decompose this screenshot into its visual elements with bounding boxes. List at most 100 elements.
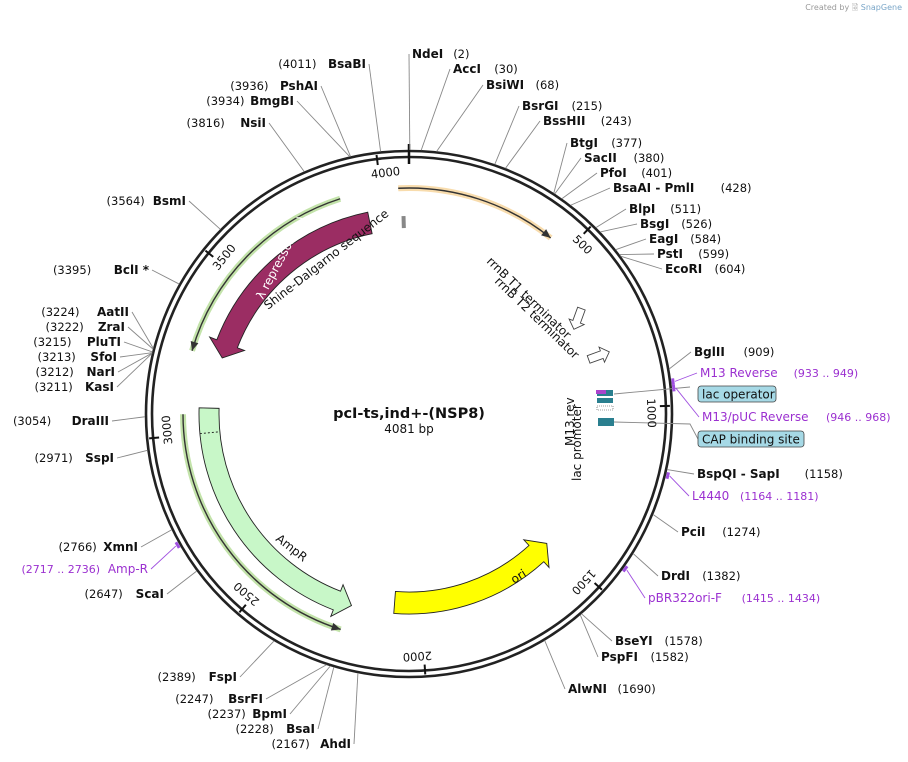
site-position: (1158): [805, 467, 843, 481]
site-position: (68): [536, 78, 560, 92]
restriction-site[interactable]: BclI *(3395): [53, 263, 180, 285]
restriction-site[interactable]: BsiWI(68): [436, 78, 560, 152]
restriction-site[interactable]: SfoI(3213): [38, 350, 153, 364]
orf-layer: [180, 185, 553, 633]
site-position: (3211): [35, 380, 73, 394]
backbone-layer: [144, 144, 674, 679]
primer-annotation[interactable]: M13/pUC Reverse(946 .. 968): [671, 384, 891, 424]
site-position: (3816): [187, 116, 225, 130]
restriction-site[interactable]: BlpI(511): [595, 202, 701, 228]
restriction-site[interactable]: DrdI(1382): [632, 553, 740, 583]
restriction-site[interactable]: BsmI(3564): [107, 194, 221, 230]
orf-green-lambda-arrow: [191, 198, 341, 351]
rrnb-t2-terminator-arrow[interactable]: [586, 344, 612, 367]
ampr-arrow[interactable]: [198, 407, 353, 618]
site-position: (2647): [85, 587, 123, 601]
primer-annotation[interactable]: L4440(1164 .. 1181): [665, 472, 819, 503]
site-name: PspFI: [601, 650, 638, 664]
restriction-site[interactable]: KasI(3211): [35, 353, 153, 394]
site-leader: [561, 172, 598, 200]
restriction-site[interactable]: AlwNI(1690): [544, 640, 656, 696]
primer-name: pBR322ori-F: [648, 591, 722, 605]
site-name: DrdI: [661, 569, 690, 583]
restriction-site[interactable]: BspQI - SapI(1158): [667, 467, 843, 481]
restriction-site[interactable]: NsiI(3816): [187, 116, 305, 172]
site-leader: [420, 68, 451, 151]
restriction-site[interactable]: BssHII(243): [505, 114, 632, 169]
site-position: (215): [572, 99, 603, 113]
site-name: NarI: [86, 365, 115, 379]
site-position: (3395): [53, 263, 91, 277]
site-leader: [268, 122, 305, 172]
ori-arrow[interactable]: [393, 539, 550, 615]
site-position: (526): [681, 217, 712, 231]
site-name: XmnI: [103, 540, 138, 554]
restriction-site[interactable]: EcoRI(604): [620, 255, 746, 276]
site-leader: [239, 640, 275, 678]
restriction-site[interactable]: SspI(2971): [35, 449, 148, 465]
primer-range: (2717 .. 2736): [21, 563, 100, 576]
primer-annotation[interactable]: pBR322ori-F(1415 .. 1434): [622, 565, 820, 605]
site-position: (3212): [36, 365, 74, 379]
restriction-site[interactable]: PspFI(1582): [579, 614, 689, 664]
restriction-site[interactable]: NarI (3212): [36, 352, 153, 379]
primer-marker: [174, 541, 181, 549]
site-leader: [140, 529, 172, 548]
restriction-site[interactable]: PfoI(401): [561, 166, 672, 200]
site-position: (380): [634, 151, 665, 165]
primer-annotation[interactable]: Amp-R(2717 .. 2736): [21, 541, 181, 576]
site-leader: [116, 449, 148, 459]
restriction-site[interactable]: BsrFI(2247): [175, 664, 327, 706]
site-leader: [581, 613, 613, 642]
restriction-site[interactable]: SacII (380): [554, 151, 665, 195]
restriction-site[interactable]: ScaI(2647): [85, 570, 198, 601]
cap-binding-site-box[interactable]: [697, 430, 805, 448]
site-name: BsrGI: [522, 99, 559, 113]
restriction-site[interactable]: AccI(30): [420, 62, 518, 151]
site-position: (604): [715, 262, 746, 276]
cap-site-marker-dashed[interactable]: [596, 405, 614, 411]
site-position: (3564): [107, 194, 145, 208]
tick-mark: [582, 225, 592, 235]
site-leader: [667, 469, 695, 475]
restriction-site[interactable]: BpmI(2237): [208, 665, 331, 721]
site-leader: [544, 640, 566, 690]
primer-leader: [626, 569, 646, 599]
restriction-site[interactable]: EagI(584): [615, 232, 721, 251]
restriction-site[interactable]: BseYI(1578): [581, 613, 703, 648]
restriction-site[interactable]: PluTI(3215): [33, 335, 153, 353]
lambda-repressor-arrow[interactable]: [208, 211, 373, 359]
restriction-site[interactable]: PciI(1274): [652, 514, 760, 539]
primer-annotation[interactable]: M13 Reverse(933 .. 949): [671, 366, 859, 386]
restriction-site[interactable]: BsrGI (215): [494, 99, 603, 165]
site-leader: [619, 253, 655, 255]
restriction-site[interactable]: DraIII(3054): [13, 414, 146, 428]
lac-operator-box[interactable]: [697, 385, 777, 403]
lac-operator-marker-2[interactable]: [597, 398, 613, 403]
lac-operator-label: lac operator: [702, 388, 775, 402]
restriction-site[interactable]: PshAI(3936): [230, 79, 351, 157]
restriction-site[interactable]: BsaI(2228): [236, 666, 335, 736]
site-leader: [595, 208, 627, 228]
restriction-site[interactable]: ZraI(3222): [46, 320, 154, 350]
restriction-site[interactable]: BtgI(377): [553, 136, 642, 194]
restriction-site[interactable]: FspI(2389): [158, 640, 275, 684]
primer-range: (1164 .. 1181): [740, 490, 819, 503]
restriction-site[interactable]: BsaBI(4011): [278, 57, 382, 152]
restriction-site[interactable]: XmnI(2766): [59, 529, 172, 554]
restriction-site[interactable]: AhdI(2167): [272, 672, 359, 751]
m13-rev-marker[interactable]: [596, 390, 606, 394]
tick-label: 1000: [644, 398, 659, 428]
primer-range: (946 .. 968): [826, 411, 891, 424]
restriction-site[interactable]: BsgI(526): [600, 217, 712, 233]
lac-promoter-marker[interactable]: [598, 418, 614, 426]
restriction-site[interactable]: AatII(3224): [41, 305, 154, 349]
restriction-site[interactable]: NdeI(2): [408, 47, 469, 151]
restriction-site[interactable]: BmgBI(3934): [206, 94, 351, 158]
restriction-site[interactable]: BglII(909): [668, 345, 774, 370]
restriction-site[interactable]: PstI(599): [619, 247, 729, 261]
tick-mark: [375, 154, 379, 166]
site-name: SacII: [584, 151, 617, 165]
restriction-site[interactable]: BsaAI - PmlI(428): [570, 181, 752, 206]
rrnb-t1-terminator-arrow[interactable]: [566, 306, 589, 332]
